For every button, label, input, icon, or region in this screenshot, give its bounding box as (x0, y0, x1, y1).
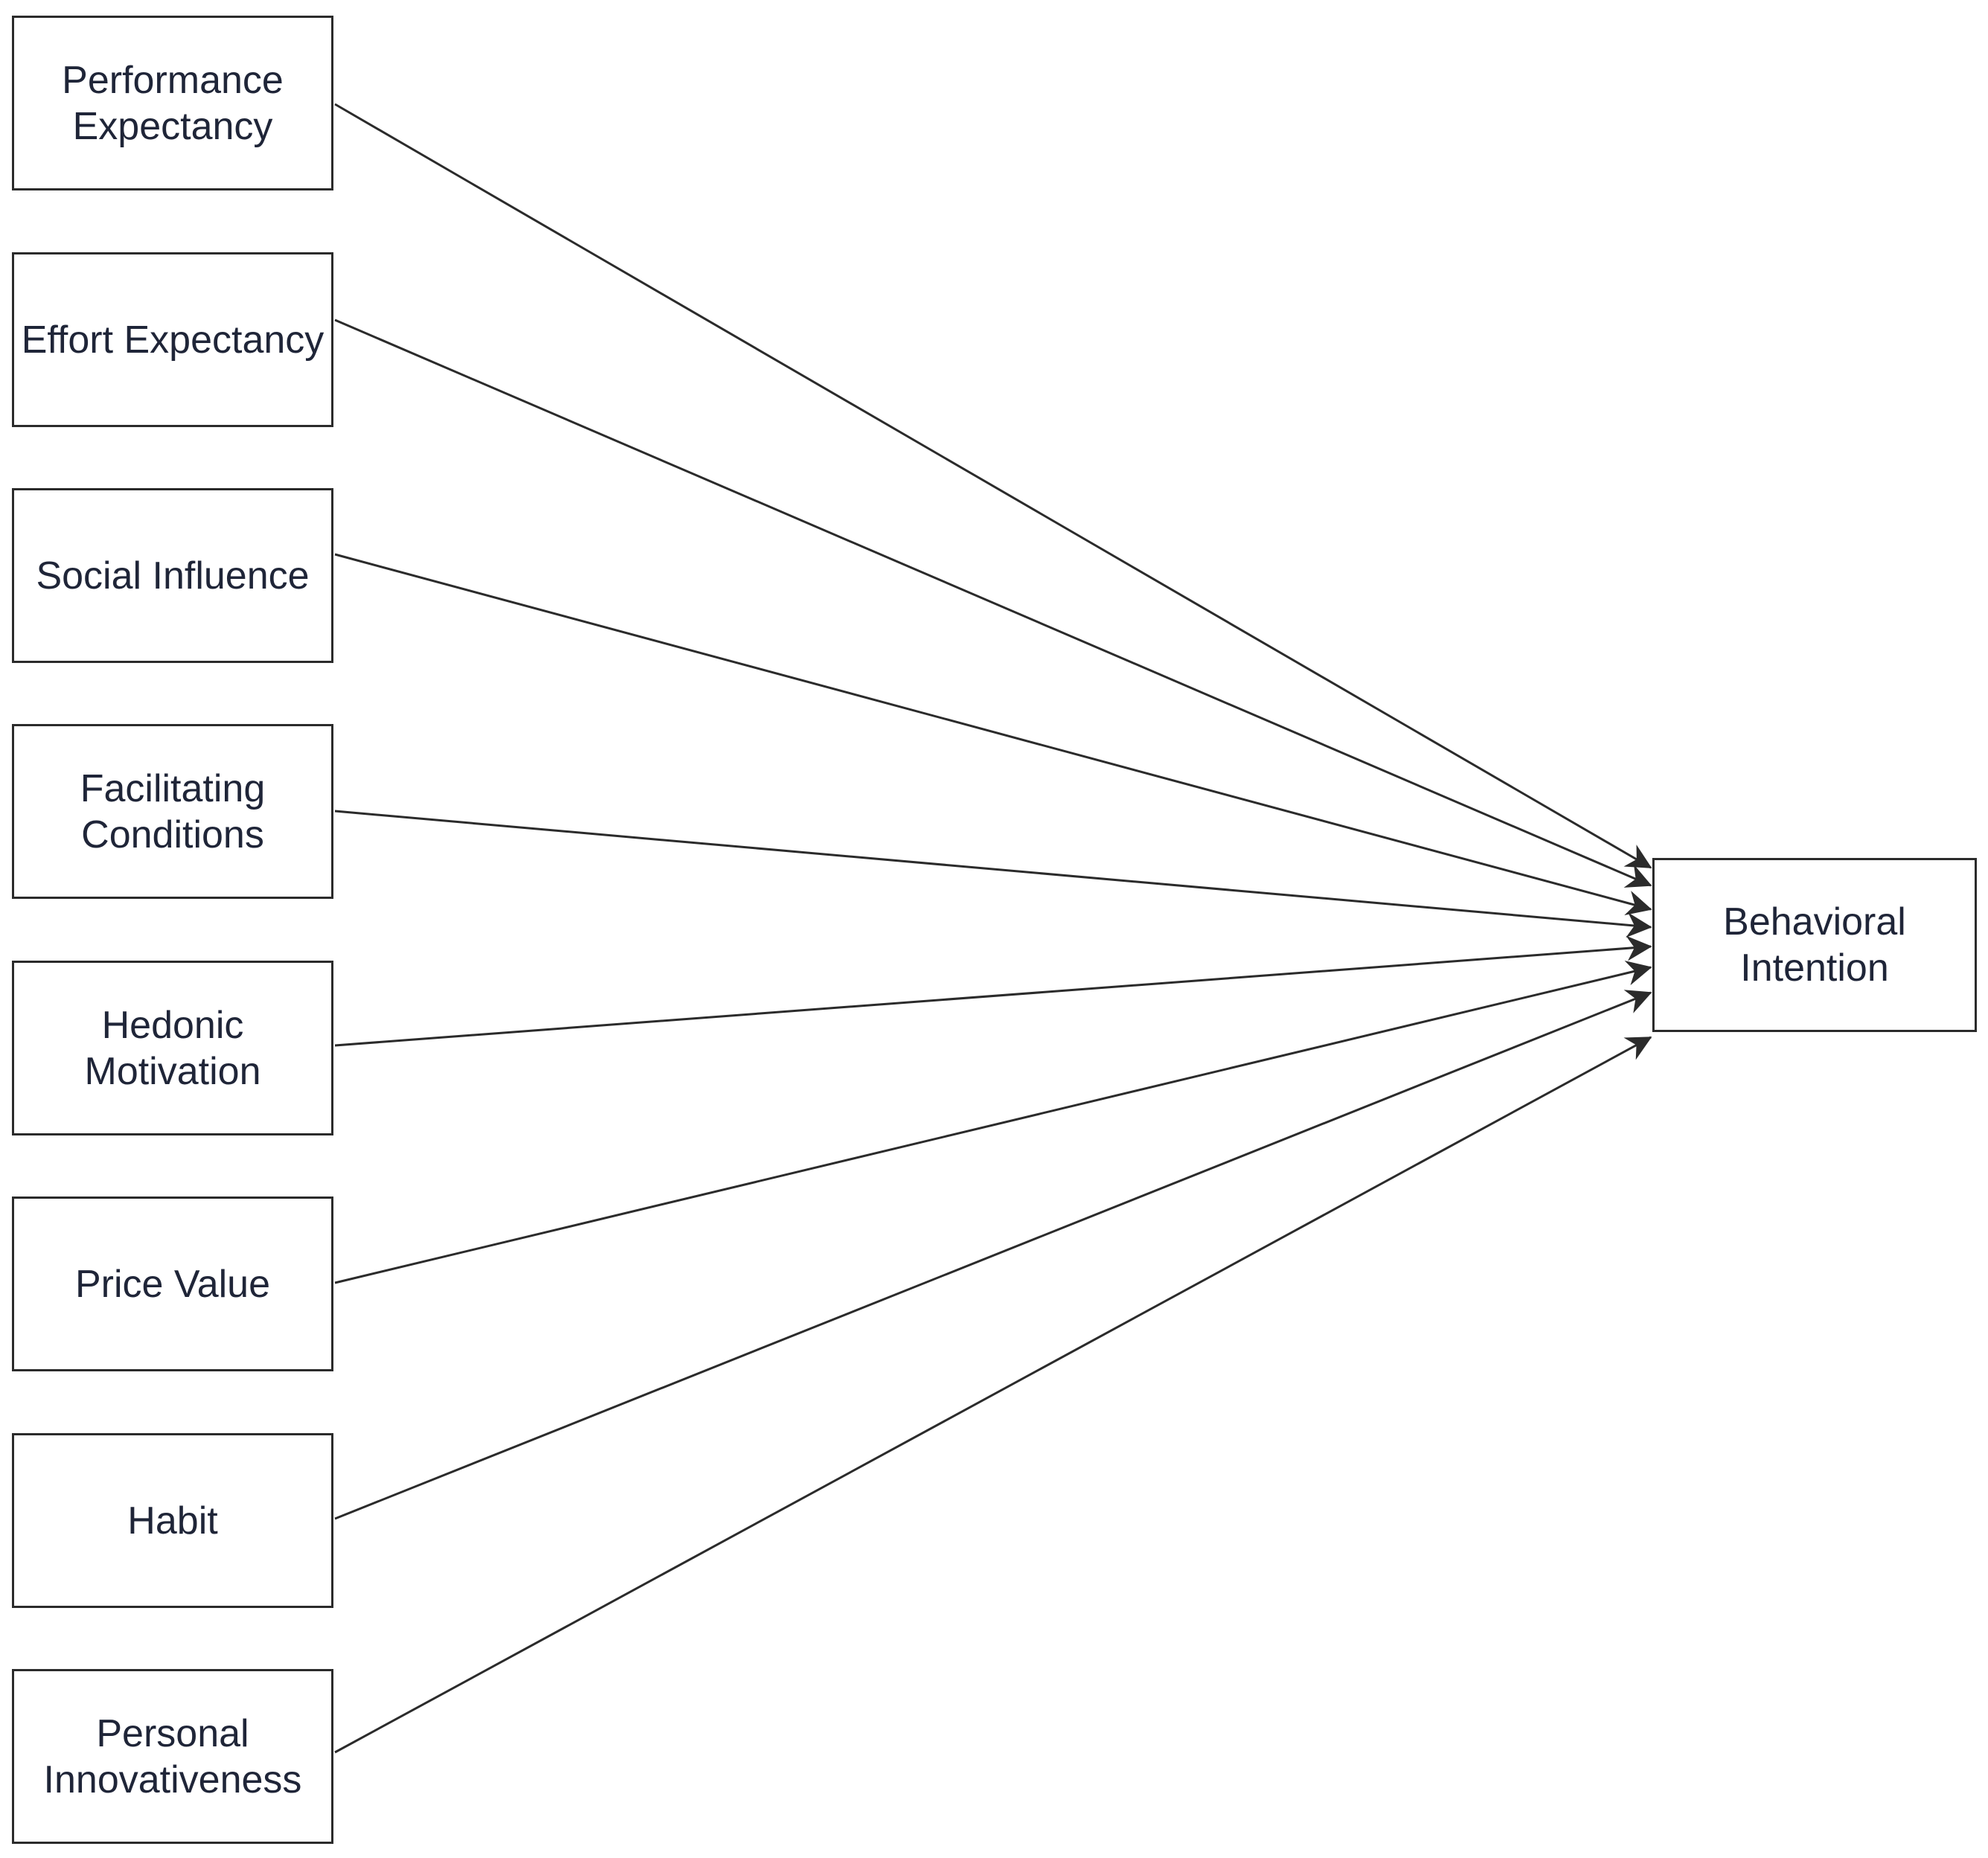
arrow-social-influence-to-behavioral-intention (334, 553, 1652, 915)
arrow-price-value-to-behavioral-intention (334, 961, 1652, 1284)
arrow-hedonic-motivation-to-behavioral-intention (334, 935, 1652, 1047)
box-label: Performance Expectancy (62, 58, 284, 148)
box-habit: Habit (12, 1433, 333, 1608)
box-label: Facilitating Conditions (80, 766, 266, 856)
box-label: Price Value (74, 1262, 271, 1306)
box-label: Personal Innovativeness (43, 1711, 302, 1801)
box-performance-expectancy: Performance Expectancy (12, 16, 333, 190)
arrow-effort-expectancy-to-behavioral-intention (334, 318, 1652, 888)
box-hedonic-motivation: Hedonic Motivation (12, 961, 333, 1135)
box-personal-innovativeness: Personal Innovativeness (12, 1669, 333, 1844)
arrow-personal-innovativeness-to-behavioral-intention (334, 1036, 1652, 1754)
box-label: Hedonic Motivation (84, 1003, 261, 1093)
box-label: Social Influence (36, 554, 310, 598)
arrow-habit-to-behavioral-intention (334, 990, 1652, 1520)
arrow-facilitating-conditions-to-behavioral-intention (334, 810, 1652, 938)
box-label: Behavioral Intention (1723, 900, 1906, 990)
box-facilitating-conditions: Facilitating Conditions (12, 724, 333, 899)
box-label: Habit (127, 1499, 218, 1543)
box-effort-expectancy: Effort Expectancy (12, 252, 333, 427)
box-price-value: Price Value (12, 1197, 333, 1371)
box-behavioral-intention: Behavioral Intention (1652, 858, 1977, 1032)
arrow-performance-expectancy-to-behavioral-intention (334, 103, 1652, 869)
box-social-influence: Social Influence (12, 488, 333, 663)
box-label: Effort Expectancy (21, 318, 325, 362)
